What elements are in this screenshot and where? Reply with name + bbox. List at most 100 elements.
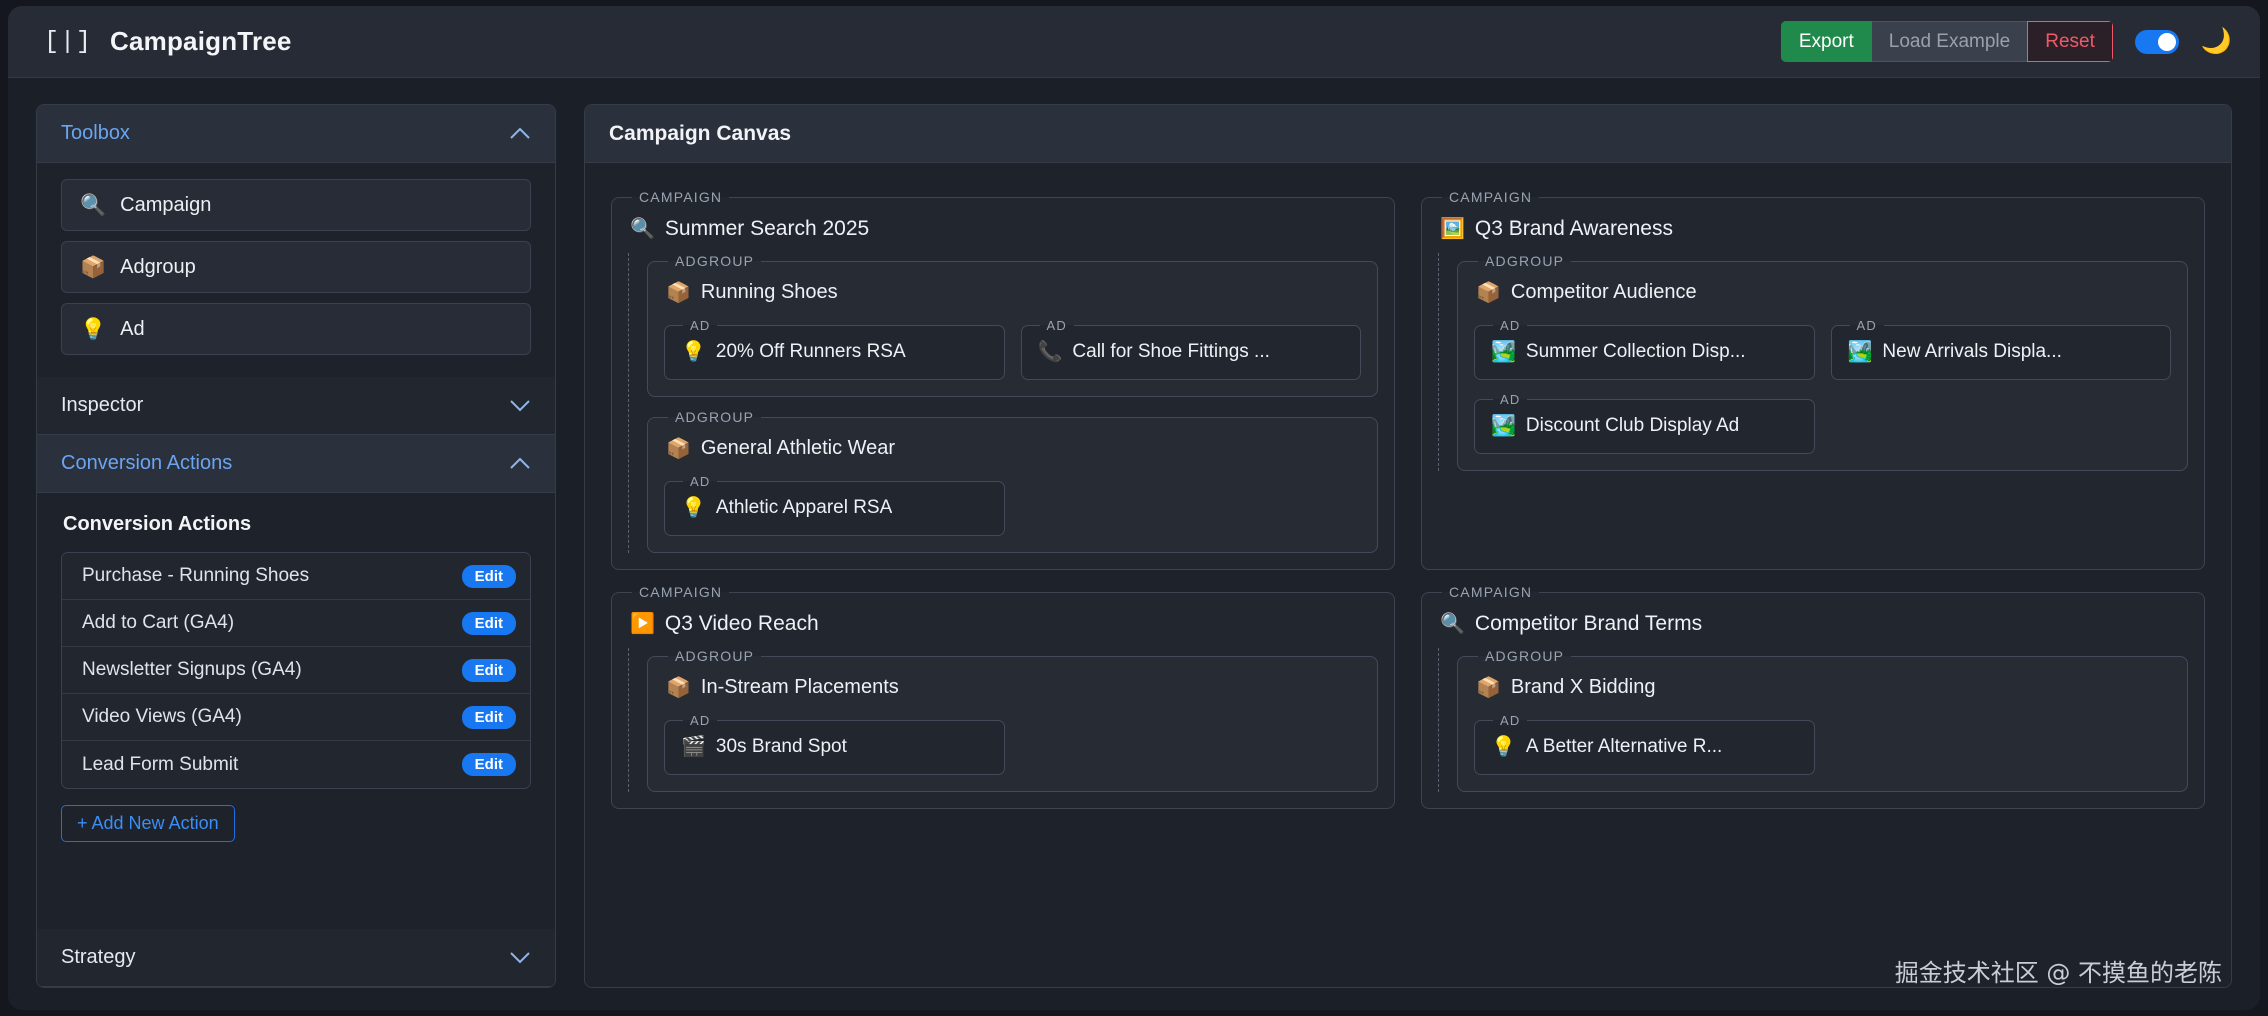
list-item[interactable]: Lead Form Submit Edit [62, 741, 530, 788]
sidebar-section-toolbox-header[interactable]: Toolbox [37, 105, 555, 163]
ads-grid: AD 💡20% Off Runners RSA AD📞Call for Shoe F… [664, 318, 1361, 380]
ad-legend: AD [690, 318, 711, 333]
list-item[interactable]: Purchase - Running Shoes Edit [62, 553, 530, 600]
package-icon: 📦 [80, 255, 107, 279]
chevron-down-icon[interactable] [509, 951, 531, 964]
ad-title: 📞Call for Shoe Fittings ... [1036, 339, 1347, 367]
load-example-button[interactable]: Load Example [1871, 20, 2028, 63]
ad-title: 💡20% Off Runners RSA [679, 339, 990, 367]
package-icon: 📦 [666, 281, 691, 304]
toolbox-item-campaign[interactable]: 🔍 Campaign [61, 179, 531, 231]
ad-legend: AD [1500, 713, 1521, 728]
adgroup-title: 📦 Running Shoes [664, 279, 1361, 308]
adgroup-legend: ADGROUP [675, 253, 755, 269]
main-body: Toolbox 🔍 Campaign 📦 Adgroup 💡 Ad [8, 78, 2260, 1010]
ad-card[interactable]: AD💡Athletic Apparel RSA [664, 474, 1005, 536]
theme-toggle-knob [2157, 32, 2176, 51]
toolbox-item-adgroup[interactable]: 📦 Adgroup [61, 241, 531, 293]
toolbox-item-adgroup-label: Adgroup [120, 255, 196, 278]
toolbox-item-campaign-label: Campaign [120, 193, 212, 216]
toolbox-item-ad[interactable]: 💡 Ad [61, 303, 531, 355]
ad-card[interactable]: AD 🏞️Discount Club Display Ad [1474, 392, 1815, 454]
ad-name: Summer Collection Disp... [1525, 341, 1746, 362]
reset-button[interactable]: Reset [2027, 20, 2113, 63]
list-item[interactable]: Add to Cart (GA4) Edit [62, 600, 530, 647]
app-header: [|] CampaignTree Export Load Example Res… [8, 6, 2260, 78]
chevron-down-icon[interactable] [509, 399, 531, 412]
header-button-group: Export Load Example Reset [1780, 20, 2113, 63]
campaign-title: 🔍Summer Search 2025 [628, 215, 1378, 245]
app-logo-icon: [|] [44, 27, 93, 56]
toolbox-item-ad-label: Ad [120, 317, 145, 340]
canvas-header: Campaign Canvas [585, 105, 2231, 163]
adgroup-name: Running Shoes [700, 281, 838, 303]
list-item[interactable]: Newsletter Signups (GA4) Edit [62, 647, 530, 694]
campaign-legend: CAMPAIGN [1449, 584, 1533, 600]
clapper-board-icon: 🎬 [681, 736, 706, 758]
ad-title: 💡A Better Alternative R... [1489, 734, 1800, 762]
sidebar-section-inspector-header[interactable]: Inspector [37, 377, 555, 435]
adgroup-name: In-Stream Placements [700, 676, 899, 698]
sidebar-section-conversion-actions-header[interactable]: Conversion Actions [37, 435, 555, 493]
ad-card[interactable]: AD🎬30s Brand Spot [664, 713, 1005, 775]
campaign-name: Q3 Brand Awareness [1474, 217, 1673, 240]
chevron-up-icon[interactable] [509, 457, 531, 470]
ad-legend: AD [1500, 392, 1521, 407]
ad-title: 🏞️Discount Club Display Ad [1489, 413, 1800, 441]
list-item[interactable]: Video Views (GA4) Edit [62, 694, 530, 741]
adgroup-legend: ADGROUP [675, 648, 755, 664]
ad-card[interactable]: AD🏞️New Arrivals Displa... [1830, 318, 2171, 380]
magnifier-icon: 🔍 [1440, 613, 1465, 635]
adgroup-name: Brand X Bidding [1510, 676, 1656, 698]
sidebar-section-strategy-header[interactable]: Strategy [37, 929, 555, 987]
canvas-title: Campaign Canvas [609, 121, 792, 145]
ad-card[interactable]: AD 💡A Better Alternative R... [1474, 713, 1815, 775]
play-button-icon: ▶️ [630, 613, 655, 635]
export-button[interactable]: Export [1780, 20, 1872, 63]
chevron-up-icon[interactable] [509, 127, 531, 140]
adgroup-legend: ADGROUP [1485, 648, 1565, 664]
adgroup-title: 📦In-Stream Placements [664, 674, 1361, 703]
lightbulb-icon: 💡 [681, 341, 706, 363]
campaign-name: Summer Search 2025 [664, 217, 870, 240]
add-new-action-button[interactable]: + Add New Action [61, 805, 235, 842]
ad-name: Discount Club Display Ad [1525, 415, 1740, 436]
sidebar-spacer [37, 864, 555, 929]
conversion-action-name: Newsletter Signups (GA4) [82, 659, 302, 680]
sidebar-section-inspector-title: Inspector [61, 394, 144, 416]
ads-grid: AD 🏞️ Summer Collection Disp... AD🏞️New Arr… [1474, 318, 2171, 454]
campaign-title: 🖼️Q3 Brand Awareness [1438, 215, 2188, 245]
adgroup-name: Competitor Audience [1510, 281, 1697, 303]
package-icon: 📦 [1476, 676, 1501, 699]
edit-button[interactable]: Edit [461, 611, 516, 635]
edit-button[interactable]: Edit [461, 753, 516, 776]
edit-button[interactable]: Edit [461, 705, 516, 729]
ad-card[interactable]: AD🏞️Summer Collection Disp... [1474, 318, 1815, 380]
landscape-image-icon: 🏞️ [1491, 341, 1516, 363]
ad-card[interactable]: AD 💡20% Off Runners RSA [664, 318, 1005, 380]
moon-icon[interactable]: 🌙 [2200, 27, 2232, 55]
sidebar-section-toolbox-title: Toolbox [61, 122, 130, 144]
phone-icon: 📞 [1037, 341, 1063, 363]
campaign-legend: CAMPAIGN [639, 189, 723, 205]
ad-card[interactable]: AD📞Call for Shoe Fittings ... [1020, 318, 1361, 380]
magnifier-icon: 🔍 [80, 193, 107, 217]
edit-button[interactable]: Edit [461, 658, 516, 682]
theme-toggle[interactable] [2134, 29, 2179, 54]
app-window: [|] CampaignTree Export Load Example Res… [8, 6, 2260, 1010]
edit-button[interactable]: Edit [461, 564, 516, 588]
conversion-action-name: Add to Cart (GA4) [82, 612, 235, 633]
